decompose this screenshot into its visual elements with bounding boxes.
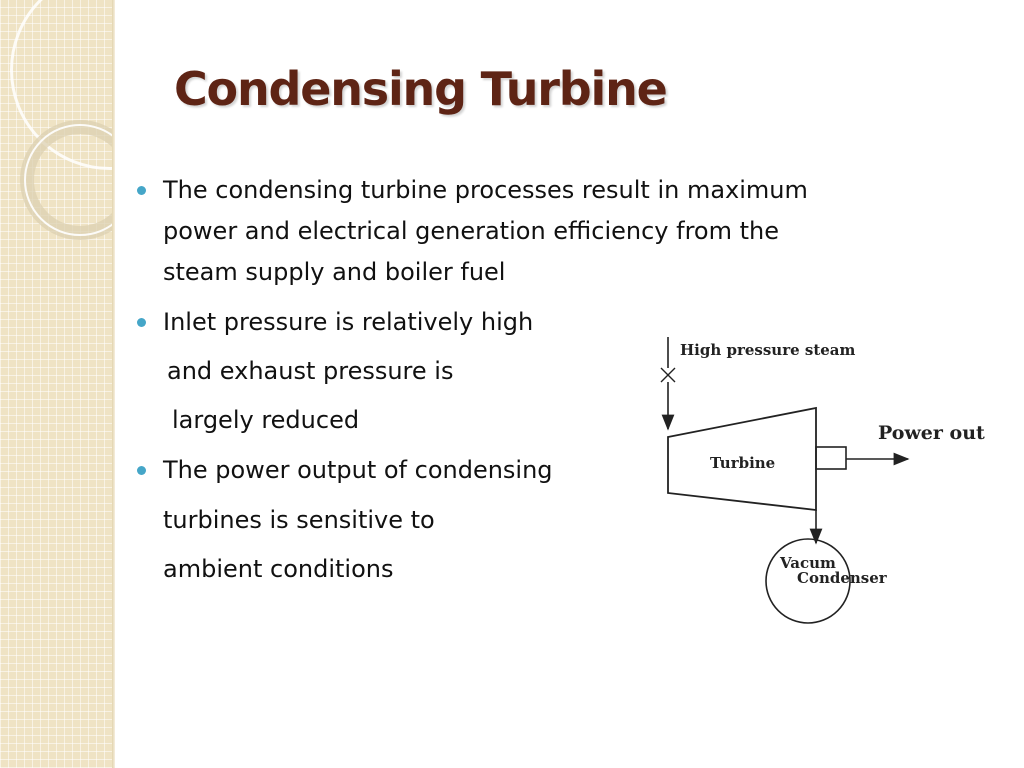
bullet-1-line-2: power and electrical generation efficien… bbox=[163, 217, 779, 245]
decorative-sidebar bbox=[0, 0, 114, 768]
condensing-turbine-diagram: High pressure steam Turbine Power out Va… bbox=[660, 337, 985, 624]
bullet-2-line-1: Inlet pressure is relatively high bbox=[163, 308, 534, 336]
condenser-label-line-1: Vacum bbox=[779, 554, 836, 572]
bullet-icon bbox=[137, 186, 146, 195]
bullet-2-line-3: largely reduced bbox=[172, 406, 360, 434]
slide-title: Condensing Turbine bbox=[174, 62, 668, 116]
power-out-label: Power out bbox=[878, 422, 985, 444]
condenser-circle bbox=[765, 538, 851, 624]
condenser-label-line-2: Condenser bbox=[797, 569, 888, 587]
inlet-label: High pressure steam bbox=[680, 341, 856, 359]
turbine-shaft bbox=[815, 446, 847, 470]
decorative-ring bbox=[24, 124, 114, 236]
bullet-icon bbox=[137, 466, 146, 475]
sidebar-edge bbox=[112, 0, 115, 768]
turbine-label: Turbine bbox=[710, 454, 775, 472]
bullet-3-line-2: turbines is sensitive to bbox=[163, 506, 435, 534]
bullet-3-line-3: ambient conditions bbox=[163, 555, 394, 583]
bullet-icon bbox=[137, 318, 146, 327]
bullet-1-line-1: The condensing turbine processes result … bbox=[163, 176, 808, 204]
bullet-1-line-3: steam supply and boiler fuel bbox=[163, 258, 506, 286]
valve-icon bbox=[660, 367, 676, 383]
bullet-3-line-1: The power output of condensing bbox=[163, 456, 553, 484]
bullet-2-line-2: and exhaust pressure is bbox=[167, 357, 454, 385]
